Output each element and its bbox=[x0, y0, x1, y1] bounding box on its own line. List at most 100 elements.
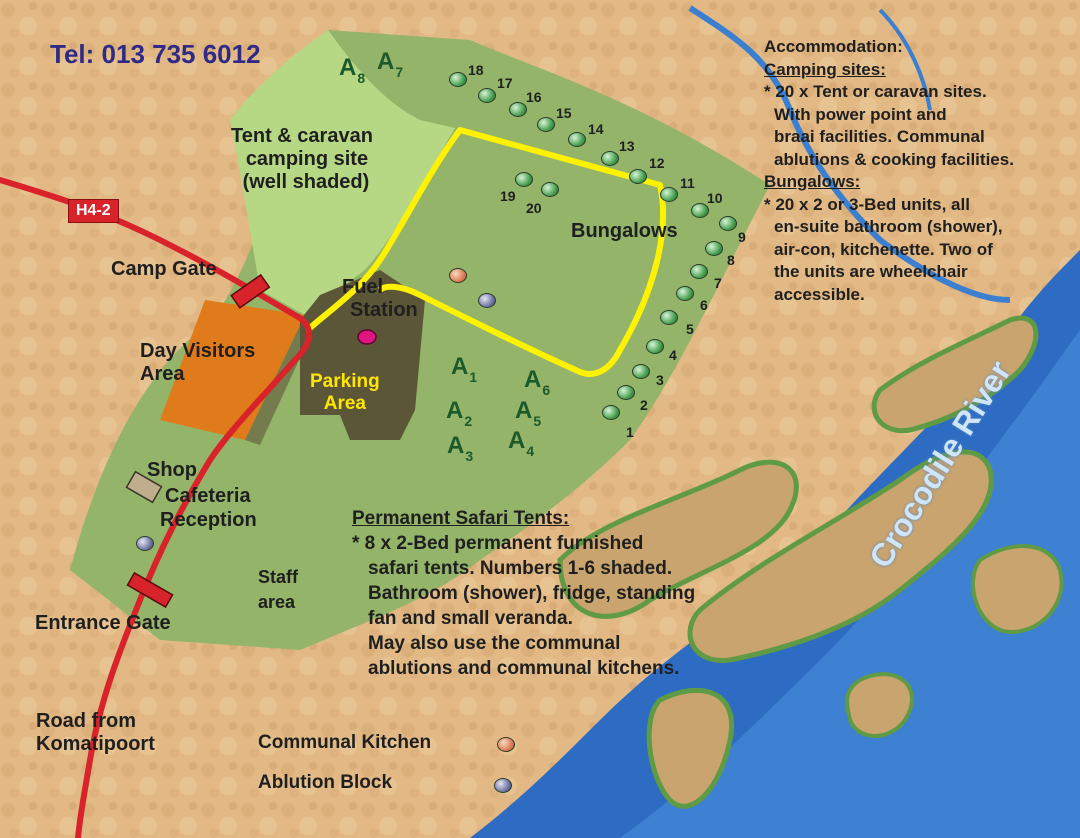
camping-line-1: * 20 x Tent or caravan sites. bbox=[764, 82, 987, 101]
bungalow-line-4: the units are wheelchair bbox=[774, 262, 968, 281]
tent-label-a2: A2 bbox=[446, 397, 473, 429]
day-visitors-area bbox=[160, 300, 305, 440]
bungalows-heading: Bungalows: bbox=[764, 172, 861, 191]
river-highlight bbox=[620, 330, 1080, 838]
bungalow-marker-19 bbox=[515, 172, 533, 187]
bungalow-number-17: 17 bbox=[497, 75, 513, 91]
accommodation-heading: Accommodation: bbox=[764, 37, 903, 56]
camping-site-label-line-1: Tent & caravan bbox=[231, 125, 373, 147]
bungalow-number-20: 20 bbox=[526, 200, 542, 216]
road-from-label-line-2: Komatipoort bbox=[36, 733, 155, 755]
safari-line-4: fan and small veranda. bbox=[368, 608, 573, 629]
bungalow-number-11: 11 bbox=[680, 175, 695, 191]
safari-line-1: * 8 x 2-Bed permanent furnished bbox=[352, 533, 644, 554]
bungalow-marker-18 bbox=[449, 72, 467, 87]
bungalow-marker-20 bbox=[541, 182, 559, 197]
bungalow-marker-6 bbox=[676, 286, 694, 301]
cafeteria-label: Cafeteria bbox=[165, 485, 251, 507]
bungalow-number-7: 7 bbox=[714, 275, 722, 291]
parking-label-line-1: Parking bbox=[310, 371, 380, 392]
camping-line-2: With power point and bbox=[774, 104, 947, 124]
island-2 bbox=[687, 449, 994, 663]
fuel-station-label: Fuel Station bbox=[338, 276, 418, 322]
road-from-label-line-1: Road from bbox=[36, 710, 136, 732]
parking-label-line-2: Area bbox=[323, 392, 366, 414]
bungalow-marker-16 bbox=[509, 102, 527, 117]
entrance-gate-label: Entrance Gate bbox=[35, 612, 171, 634]
tent-label-a3: A3 bbox=[447, 432, 474, 464]
bungalows-label: Bungalows bbox=[571, 220, 678, 242]
bungalow-marker-2 bbox=[617, 385, 635, 400]
parking-label: Parking Area bbox=[310, 371, 380, 415]
bungalow-line-5: accessible. bbox=[774, 284, 865, 304]
bungalow-line-1: * 20 x 2 or 3-Bed units, all bbox=[764, 194, 970, 214]
bungalow-number-4: 4 bbox=[669, 347, 677, 363]
bungalow-number-19: 19 bbox=[500, 188, 516, 204]
road-badge-h4-2: H4-2 bbox=[68, 199, 119, 223]
camping-site-label-line-3: (well shaded) bbox=[242, 171, 370, 193]
ablution-block-marker bbox=[478, 293, 496, 308]
staff-area-label-line-1: Staff bbox=[258, 567, 298, 587]
bungalow-line-3: air-con, kitchenette. Two of bbox=[774, 239, 993, 259]
camping-sites-heading: Camping sites: bbox=[764, 59, 886, 79]
safari-line-2: safari tents. Numbers 1-6 shaded. bbox=[368, 558, 673, 579]
bungalow-marker-13 bbox=[601, 151, 619, 166]
safari-tents-info: Permanent Safari Tents: * 8 x 2-Bed perm… bbox=[352, 506, 695, 681]
bungalow-number-5: 5 bbox=[686, 321, 694, 337]
day-visitors-label-line-2: Area bbox=[140, 363, 185, 385]
island-4 bbox=[646, 687, 734, 809]
island-6 bbox=[845, 672, 914, 738]
river-tributary-2 bbox=[878, 8, 932, 111]
bungalow-number-6: 6 bbox=[700, 297, 708, 313]
island-3 bbox=[871, 315, 1039, 434]
bungalow-number-10: 10 bbox=[707, 190, 723, 206]
tent-label-a5: A5 bbox=[515, 397, 542, 429]
bungalow-marker-4 bbox=[646, 339, 664, 354]
bungalow-number-9: 9 bbox=[738, 229, 746, 245]
bungalow-number-2: 2 bbox=[640, 397, 648, 413]
camping-site-label: Tent & caravan camping site (well shaded… bbox=[231, 125, 373, 194]
fuel-station-label-line-2: Station bbox=[350, 299, 418, 321]
bungalow-marker-7 bbox=[690, 264, 708, 279]
bungalow-marker-8 bbox=[705, 241, 723, 256]
safari-line-6: ablutions and communal kitchens. bbox=[368, 658, 680, 679]
tent-label-a8: A8 bbox=[339, 54, 366, 86]
bungalow-marker-15 bbox=[537, 117, 555, 132]
camping-line-4: ablutions & cooking facilities. bbox=[774, 149, 1014, 169]
bungalow-marker-9 bbox=[719, 216, 737, 231]
reception-label: Reception bbox=[160, 509, 257, 531]
ablution-block-marker-reception bbox=[136, 536, 154, 551]
staff-area-label-line-2: area bbox=[258, 592, 296, 612]
road-from-label: Road from Komatipoort bbox=[36, 710, 155, 756]
bungalow-marker-17 bbox=[478, 88, 496, 103]
tent-label-a7: A7 bbox=[377, 48, 404, 80]
tent-label-a6: A6 bbox=[524, 366, 551, 398]
bungalow-number-14: 14 bbox=[588, 121, 604, 137]
bungalow-number-12: 12 bbox=[649, 155, 665, 171]
bungalow-number-8: 8 bbox=[727, 252, 735, 268]
tent-label-a1: A1 bbox=[451, 353, 478, 385]
island-1 bbox=[557, 459, 799, 619]
bungalow-fence bbox=[307, 127, 667, 377]
safari-tents-heading: Permanent Safari Tents: bbox=[352, 508, 570, 529]
bungalow-number-13: 13 bbox=[619, 138, 635, 154]
bungalow-number-15: 15 bbox=[556, 105, 572, 121]
bungalow-marker-12 bbox=[629, 169, 647, 184]
tent-label-a4: A4 bbox=[508, 427, 535, 459]
camp-gate-marker bbox=[230, 273, 271, 309]
camping-site-area bbox=[230, 30, 455, 315]
fuel-station-marker bbox=[357, 329, 377, 345]
island-5 bbox=[970, 544, 1064, 634]
bungalow-marker-3 bbox=[632, 364, 650, 379]
bungalow-marker-10 bbox=[691, 203, 709, 218]
bungalow-number-1: 1 bbox=[626, 424, 634, 440]
safari-line-3: Bathroom (shower), fridge, standing bbox=[368, 583, 696, 604]
legend-ablution-icon bbox=[494, 778, 512, 793]
safari-line-5: May also use the communal bbox=[368, 633, 621, 654]
camp-gate-label: Camp Gate bbox=[111, 258, 217, 280]
day-visitors-label-line-1: Day Visitors bbox=[140, 340, 256, 362]
shop-label: Shop bbox=[147, 459, 197, 481]
road bbox=[0, 177, 312, 838]
legend-ablution-label: Ablution Block bbox=[258, 772, 393, 793]
bungalow-number-16: 16 bbox=[526, 89, 542, 105]
